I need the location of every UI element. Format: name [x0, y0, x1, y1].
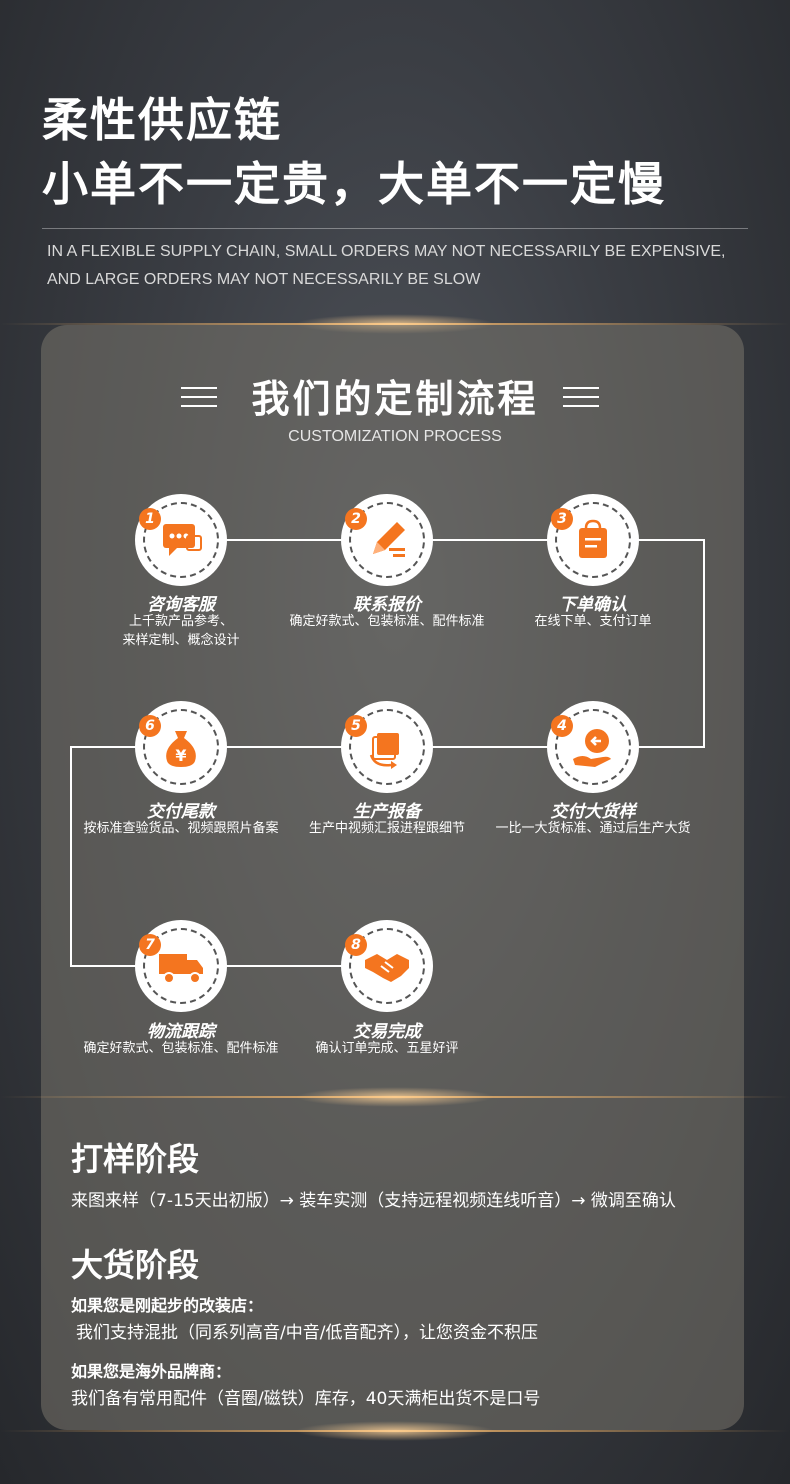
step-label-6: 交付尾款: [147, 802, 215, 822]
node-ring: [349, 502, 425, 578]
step-number: 6: [139, 715, 161, 737]
order-bag-icon: [579, 519, 607, 558]
step-label-3: 下单确认: [559, 595, 627, 615]
step-label-1: 咨询客服: [147, 595, 215, 615]
step-node-8: 8: [341, 920, 433, 1012]
glow-spot-middle: [295, 1087, 495, 1107]
step-label-5: 生产报备: [353, 802, 421, 822]
step-node-4: 4: [547, 701, 639, 793]
hero-title: 柔性供应链 小单不一定贵，大单不一定慢: [42, 88, 666, 216]
step-desc-2: 确定好款式、包装标准、配件标准: [289, 614, 485, 629]
node-ring: [555, 502, 631, 578]
step-desc-8: 确认订单完成、五星好评: [315, 1041, 459, 1056]
step-number: 3: [551, 508, 573, 530]
pencil-icon: [373, 522, 405, 557]
node-ring: [143, 502, 219, 578]
handshake-icon: [365, 954, 409, 982]
sample-stage-title: 打样阶段: [71, 1140, 200, 1178]
bulk-question-1: 如果您是刚起步的改装店：: [71, 1296, 264, 1315]
bulk-question-2: 如果您是海外品牌商：: [71, 1362, 232, 1381]
step-number: 2: [345, 508, 367, 530]
step-desc-5: 生产中视频汇报进程跟细节: [308, 821, 465, 836]
node-ring: [143, 928, 219, 1004]
cycle-box-icon: [369, 733, 399, 769]
step-node-7: 7: [135, 920, 227, 1012]
step-number: 5: [345, 715, 367, 737]
process-title: 我们的定制流程: [251, 377, 539, 421]
step-node-2: 2: [341, 494, 433, 586]
step-label-8: 交易完成: [353, 1022, 421, 1042]
hero-english-line-2: AND LARGE ORDERS MAY NOT NECESSARILY BE …: [47, 271, 481, 288]
step-node-1: 1: [135, 494, 227, 586]
bulk-answer-1: 我们支持混批（同系列高音/中音/低音配齐），让您资金不积压: [76, 1323, 538, 1343]
step-desc-7: 确定好款式、包装标准、配件标准: [83, 1041, 279, 1056]
title-deco-left: [181, 387, 217, 407]
step-desc-6: 按标准查验货品、视频跟照片备案: [83, 821, 279, 836]
hero-line-2: 小单不一定贵，大单不一定慢: [42, 157, 666, 211]
step-label-4: 交付大货样: [550, 802, 636, 822]
bulk-stage-title: 大货阶段: [71, 1246, 200, 1284]
step-node-6: ¥ 6: [135, 701, 227, 793]
hero-english-line-1: IN A FLEXIBLE SUPPLY CHAIN, SMALL ORDERS…: [47, 243, 726, 260]
step-desc-3: 在线下单、支付订单: [534, 614, 652, 629]
hand-coin-icon: [573, 729, 611, 767]
step-desc-4: 一比一大货标准、通过后生产大货: [495, 821, 691, 836]
step-number: 4: [551, 715, 573, 737]
glow-spot-bottom: [295, 1421, 495, 1441]
node-ring: [143, 709, 219, 785]
truck-icon: [159, 954, 203, 984]
step-label-7: 物流跟踪: [147, 1022, 215, 1042]
node-ring: [555, 709, 631, 785]
title-deco-right: [563, 387, 599, 407]
hero-divider: [42, 228, 748, 229]
chat-icon: [163, 524, 202, 556]
sample-stage-text: 来图来样（7-15天出初版）→ 装车实测（支持远程视频连线听音）→ 微调至确认: [71, 1191, 676, 1211]
svg-text:¥: ¥: [175, 746, 186, 765]
node-ring: [349, 928, 425, 1004]
step-number: 1: [139, 508, 161, 530]
step-node-3: 3: [547, 494, 639, 586]
hero-english: IN A FLEXIBLE SUPPLY CHAIN, SMALL ORDERS…: [47, 238, 725, 294]
money-bag-icon: ¥: [166, 731, 196, 767]
step-node-5: 5: [341, 701, 433, 793]
bulk-answer-2: 我们备有常用配件（音圈/磁铁）库存，40天满柜出货不是口号: [71, 1389, 541, 1409]
process-subtitle: CUSTOMIZATION PROCESS: [288, 428, 502, 445]
step-number: 8: [345, 934, 367, 956]
hero-line-1: 柔性供应链: [42, 93, 282, 147]
step-desc-1-line-2: 来样定制、概念设计: [122, 633, 240, 648]
step-number: 7: [139, 934, 161, 956]
step-desc-1-line-1: 上千款产品参考、: [128, 614, 233, 629]
step-desc-1: 上千款产品参考、 来样定制、概念设计: [61, 612, 301, 650]
step-label-2: 联系报价: [353, 595, 421, 615]
node-ring: [349, 709, 425, 785]
